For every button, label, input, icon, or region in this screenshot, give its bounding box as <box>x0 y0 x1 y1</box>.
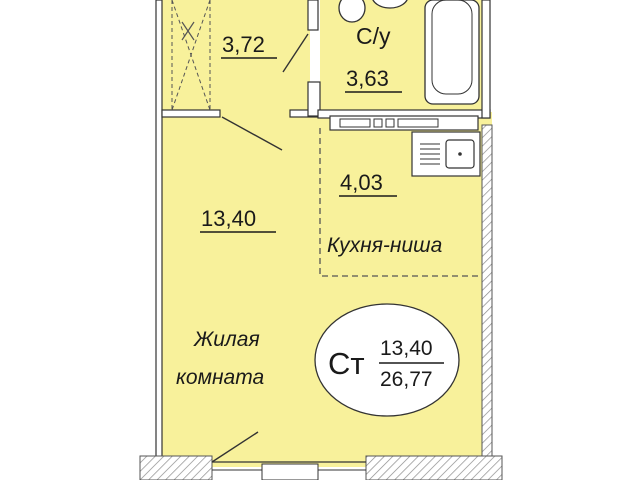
bathroom-label: С/у <box>356 23 391 49</box>
bathroom-area: 3,63 <box>346 66 389 91</box>
badge-total-area: 26,77 <box>380 368 433 391</box>
living-area: 13,40 <box>201 206 256 231</box>
hall-floor <box>160 0 310 118</box>
doors <box>211 33 309 463</box>
wardrobe-cross <box>181 21 195 41</box>
counter-seg-4 <box>397 118 439 128</box>
wardrobe <box>171 0 211 111</box>
toilet-icon <box>338 0 366 23</box>
hall-bath-wall-bottom <box>307 81 321 117</box>
hall-living-wall-left <box>161 109 221 118</box>
counter-seg-1 <box>339 118 371 128</box>
bathroom-fixtures <box>338 0 480 105</box>
bottom-wall-right <box>365 455 503 480</box>
niche-boundary <box>319 128 482 277</box>
labels: 3,72 С/у 3,63 4,03 Кухня-ниша 13,40 Жила… <box>176 23 442 389</box>
left-wall <box>155 0 163 471</box>
bottom-wall-left <box>139 455 213 480</box>
living-label-line2: комната <box>176 366 264 389</box>
kitchen-sink-drainer <box>420 143 440 165</box>
hall-bath-wall-top <box>307 0 319 31</box>
bathtub-icon <box>424 0 480 105</box>
badge-ellipse <box>314 303 460 417</box>
kitchen-niche <box>319 115 482 277</box>
badge-type: Ст <box>328 346 365 381</box>
badge-living-area: 13,40 <box>380 337 433 360</box>
sink-drain <box>458 152 462 156</box>
bathtub-inner <box>431 0 473 95</box>
living-label-line1: Жилая <box>193 328 260 351</box>
kitchen-label: Кухня-ниша <box>327 234 442 257</box>
door-bathroom <box>282 33 309 73</box>
right-wall-upper <box>481 0 491 119</box>
window-sill <box>261 463 319 480</box>
counter-seg-3 <box>385 118 395 128</box>
walls <box>139 0 503 480</box>
kitchen-area: 4,03 <box>340 170 383 195</box>
right-wall-hatched <box>481 124 493 471</box>
apartment-badge: Ст 13,40 26,77 <box>314 303 460 417</box>
sink-icon <box>372 0 408 9</box>
counter-seg-2 <box>373 118 383 128</box>
door-balcony <box>211 431 259 463</box>
door-hall-living <box>221 116 283 151</box>
hall-area: 3,72 <box>222 32 265 57</box>
